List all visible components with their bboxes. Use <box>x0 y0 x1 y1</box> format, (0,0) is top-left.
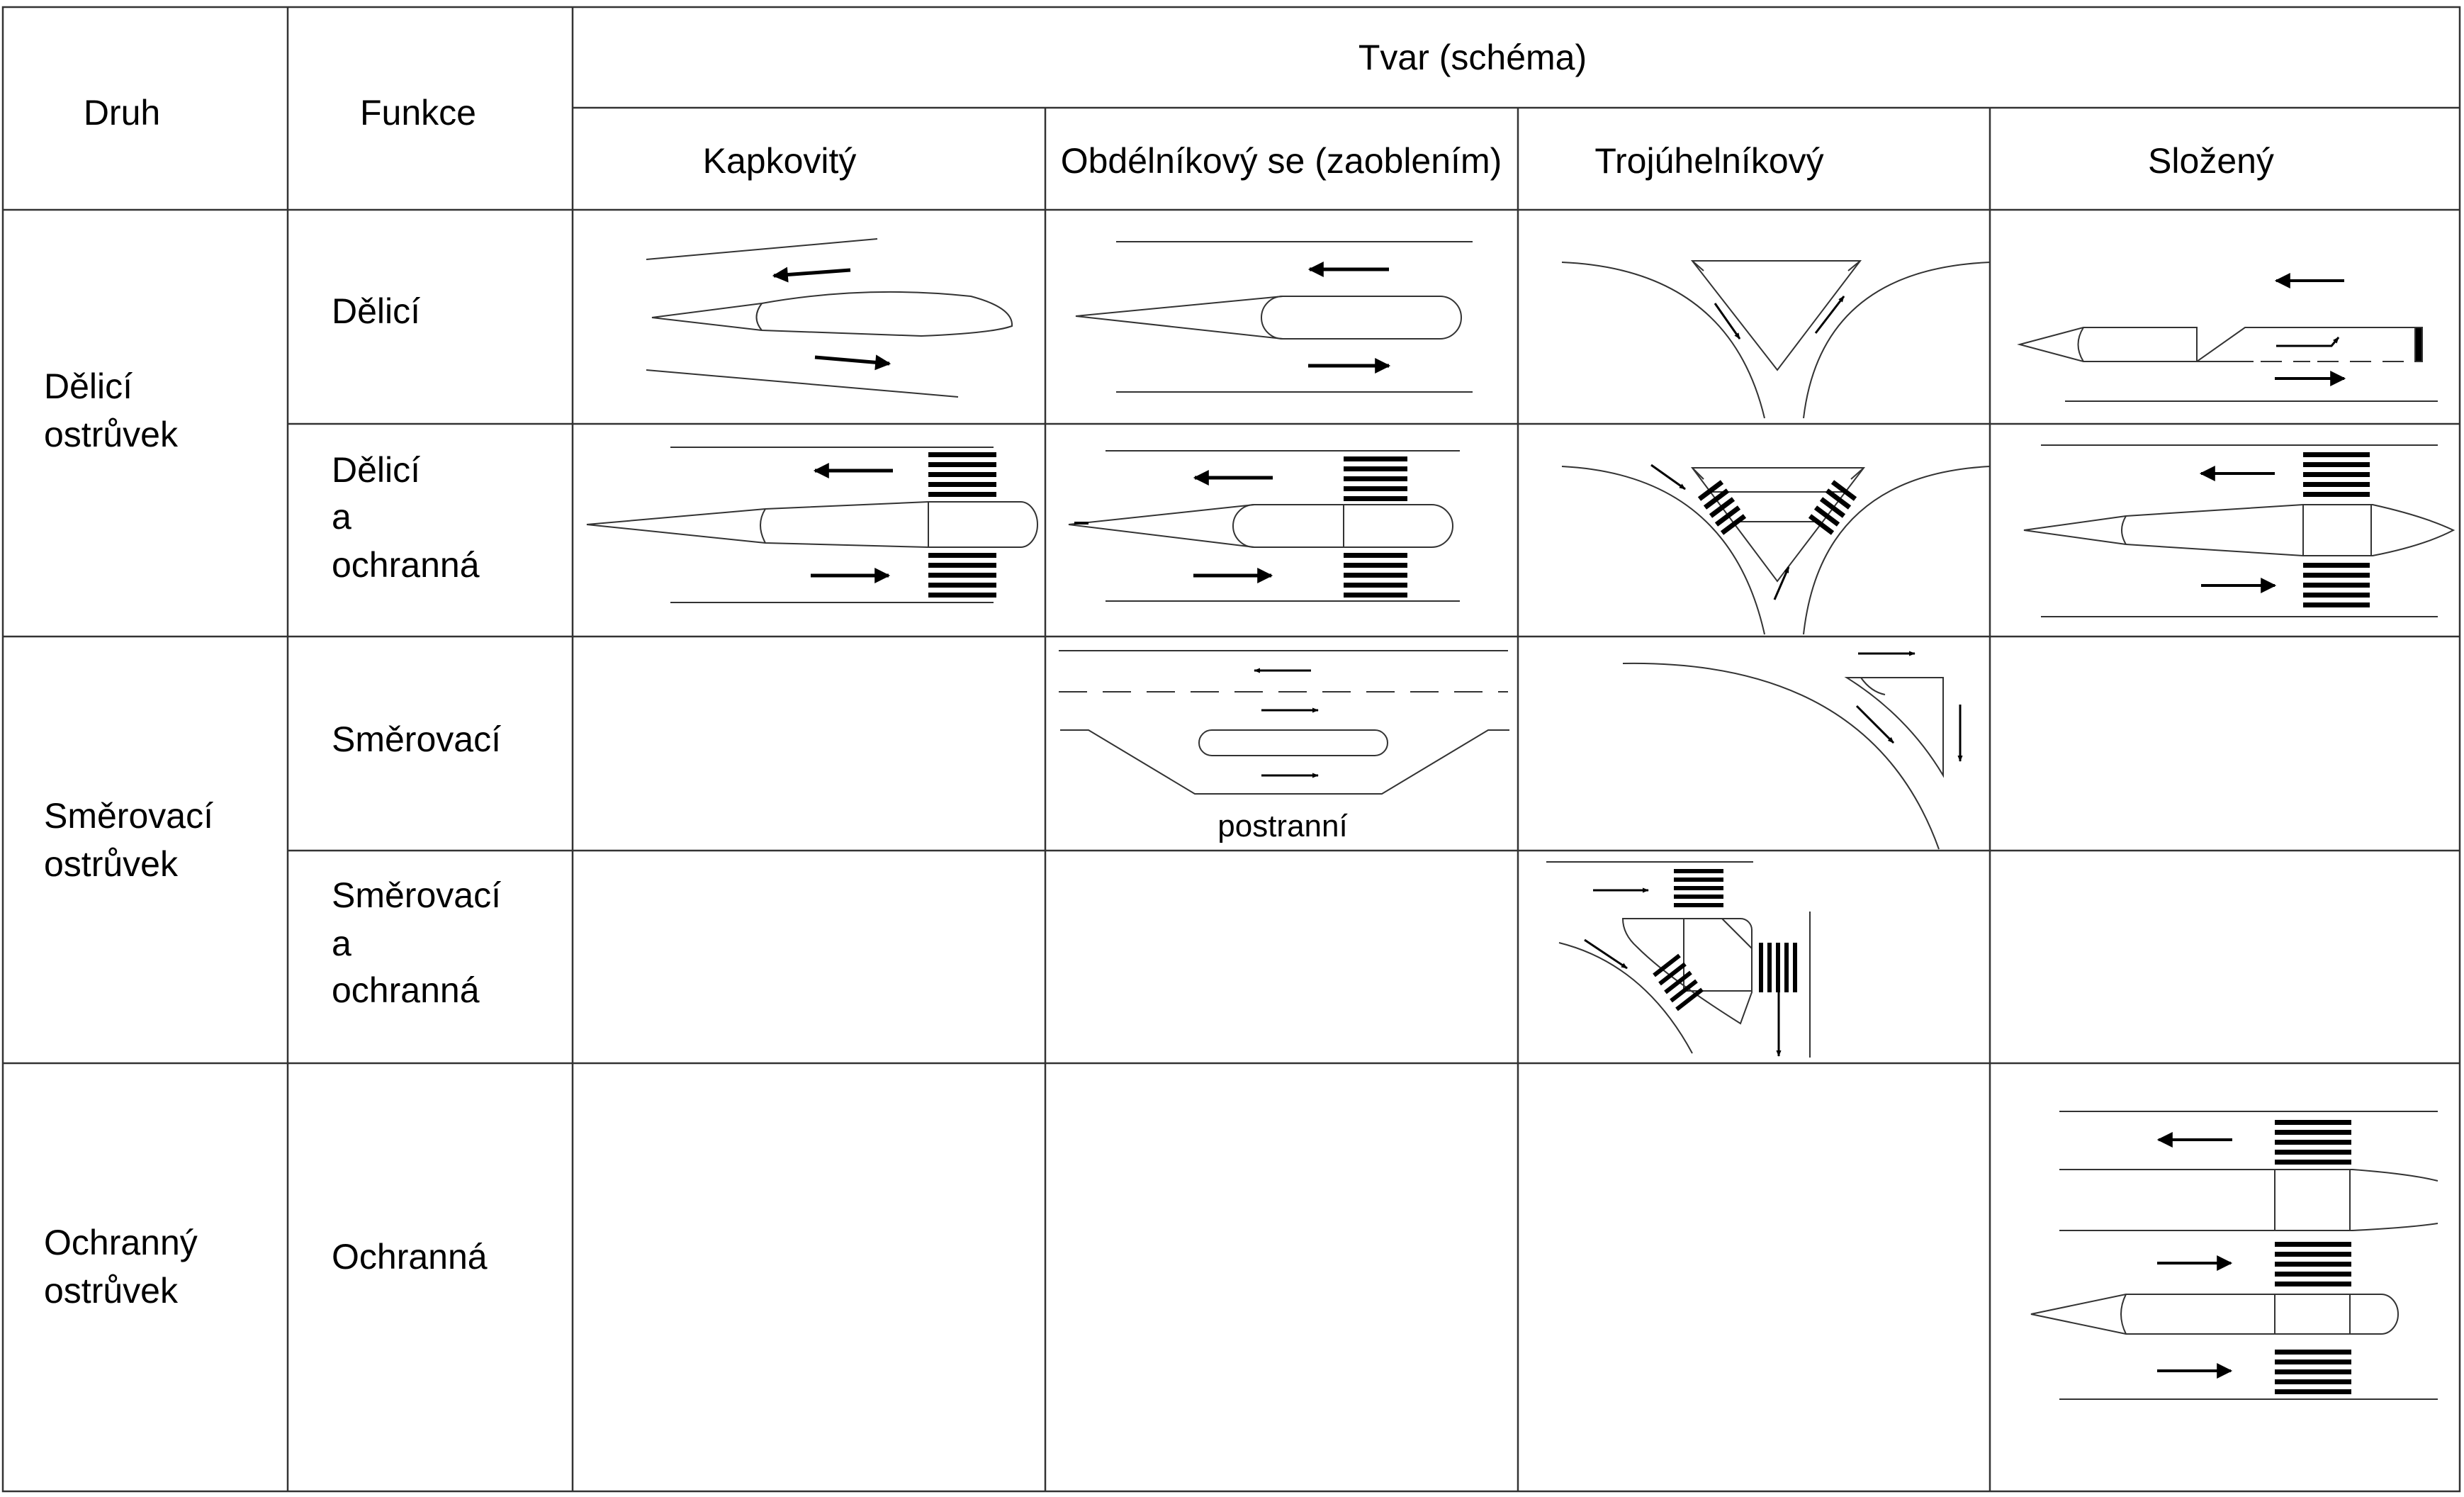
crosswalk-stripes <box>1697 480 1857 535</box>
schema-composite-protective <box>2030 1111 2438 1400</box>
crosswalk-stripes <box>1344 456 1407 598</box>
header-tvar: Tvar (schéma) <box>1358 38 1587 77</box>
crosswalk-stripes <box>928 452 996 598</box>
header-funkce: Funkce <box>360 93 476 133</box>
schema-composite-dividing-protective <box>2023 444 2455 617</box>
schema-composite-dividing <box>2017 273 2438 402</box>
funkce-delici: Dělicí <box>332 291 420 331</box>
crosswalk-stripes <box>2275 1120 2351 1394</box>
druh-smerovaci-line2: ostrůvek <box>44 844 179 884</box>
druh-ochranny-line1: Ochranný <box>44 1223 198 1262</box>
funkce-smerovaci-ochranna-line2: a <box>332 924 351 963</box>
schema-rect-dividing <box>1075 241 1473 393</box>
schema-triangle-directional <box>1622 651 1963 850</box>
header-druh: Druh <box>84 93 160 133</box>
crosswalk-stripes <box>1674 869 1797 992</box>
header-shape-trojuhelnikovy: Trojúhelníkový <box>1594 141 1823 181</box>
funkce-delici-ochranna-line3: ochranná <box>332 545 480 585</box>
schema-teardrop-dividing <box>646 238 1013 398</box>
schema-rect-dividing-protective <box>1068 450 1460 602</box>
funkce-delici-ochranna-line1: Dělicí <box>332 450 420 490</box>
druh-delici-line1: Dělicí <box>44 366 133 406</box>
druh-smerovaci-line1: Směrovací <box>44 796 213 836</box>
schema-rect-directional-side <box>1059 650 1509 795</box>
schema-triangle-dividing-protective <box>1561 464 1991 635</box>
crosswalk-stripes <box>2303 452 2370 607</box>
funkce-delici-ochranna-line2: a <box>332 497 351 537</box>
header-shape-kapkovity: Kapkovitý <box>703 141 857 181</box>
funkce-smerovaci: Směrovací <box>332 719 501 759</box>
header-shape-obdelnikovy: Obdélníkový se (zaoblením) <box>1061 141 1502 181</box>
funkce-smerovaci-ochranna-line3: ochranná <box>332 970 480 1010</box>
funkce-ochranna: Ochranná <box>332 1237 488 1277</box>
header-shape-slozeny: Složený <box>2148 141 2274 181</box>
annotation-postranni: postranní <box>1217 809 1348 843</box>
crosswalk-stripes <box>1653 953 1704 1011</box>
druh-ochranny-line2: ostrůvek <box>44 1271 179 1311</box>
table-grid <box>1 6 2461 1493</box>
funkce-smerovaci-ochranna-line1: Směrovací <box>332 875 501 915</box>
schema-triangle-dividing <box>1561 260 1991 419</box>
druh-delici-line2: ostrůvek <box>44 415 179 454</box>
schema-teardrop-dividing-protective <box>586 447 1038 603</box>
